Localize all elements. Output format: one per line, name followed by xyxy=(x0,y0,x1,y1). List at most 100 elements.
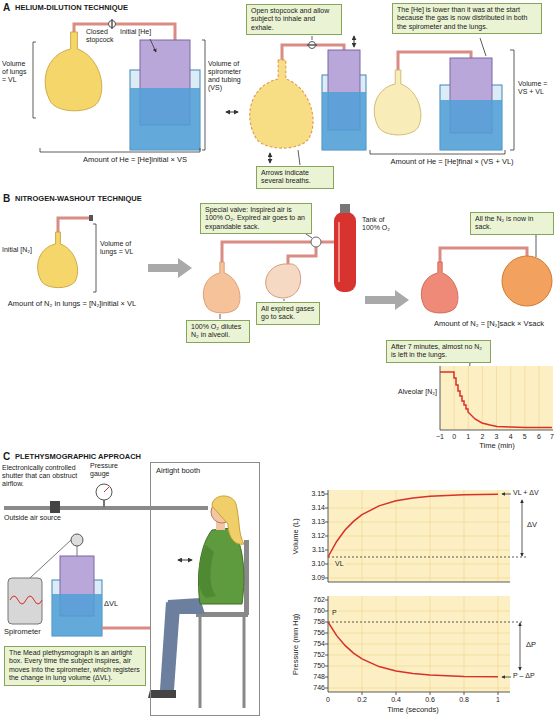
part-label: Initial [He] xyxy=(120,28,151,36)
spirometer xyxy=(130,88,200,150)
volume-chart xyxy=(325,522,328,523)
tick-label: 3.10 xyxy=(300,560,325,568)
tick-label: 0.4 xyxy=(386,696,406,704)
pressure-chart xyxy=(328,688,510,689)
part-label: Volume of lungs = VL xyxy=(100,240,144,256)
breath-arrow xyxy=(354,36,355,47)
tick-label: 0 xyxy=(448,433,460,441)
tick-label: 3.15 xyxy=(300,490,325,498)
tick-label: 4 xyxy=(505,433,517,441)
tick-label: 748 xyxy=(300,673,325,681)
oxygen-tank xyxy=(338,222,340,282)
volume-chart xyxy=(502,494,511,495)
nitrogen-chart xyxy=(440,372,552,428)
tick-label: 746 xyxy=(300,684,325,692)
callout-box: Arrows indicate several breaths. xyxy=(256,166,334,189)
volume-chart xyxy=(325,490,526,582)
pressure-chart xyxy=(396,692,397,695)
volume-chart xyxy=(325,550,328,551)
volume-chart xyxy=(328,550,510,551)
bracket xyxy=(40,148,200,152)
pressure-chart xyxy=(464,692,465,695)
panel-letter: C xyxy=(3,451,10,463)
part-label: Volume = VS + VL xyxy=(518,80,558,96)
air-pipe xyxy=(4,506,208,510)
booth-label: Airtight booth xyxy=(156,466,254,475)
lung-flask xyxy=(38,232,78,288)
value-label: ΔP xyxy=(526,641,536,650)
part-label: Outside air source xyxy=(4,514,61,522)
pressure-chart xyxy=(325,600,328,601)
part-label: Volume of lungs = VL xyxy=(2,60,32,84)
shutter-symbol xyxy=(50,501,60,513)
pressure-chart xyxy=(362,692,363,695)
pressure-chart xyxy=(325,611,328,612)
tick-label: −1 xyxy=(434,433,446,441)
volume-chart xyxy=(328,494,498,557)
callout-text: Open stopcock and allow subject to inhal… xyxy=(251,7,337,32)
lung-flask xyxy=(38,215,93,288)
callout-text: After 7 minutes, almost no N₂ is left in… xyxy=(391,343,486,360)
valve-symbol xyxy=(311,237,321,247)
step-arrow xyxy=(365,290,409,310)
nitrogen-chart xyxy=(510,366,511,430)
equation: Amount of He = [He]final × (VS + VL) xyxy=(362,158,542,167)
pressure-gauge xyxy=(96,484,112,508)
lung-flask xyxy=(89,215,93,221)
nitrogen-chart xyxy=(496,366,497,430)
volume-chart xyxy=(325,536,328,537)
spirometer xyxy=(77,546,78,556)
tick-label: 760 xyxy=(300,607,325,615)
value-label: P – ΔP xyxy=(513,672,535,680)
spirometer xyxy=(440,100,502,150)
axis-title: Pressure (mm Hg) xyxy=(292,599,301,689)
nitrogen-chart xyxy=(440,366,553,430)
nitrogen-chart xyxy=(468,366,469,430)
bracket xyxy=(510,50,514,150)
tick-label: 752 xyxy=(300,651,325,659)
tick-label: 3.14 xyxy=(300,504,325,512)
seated-subject xyxy=(148,690,176,698)
axis-title: Volume (L) xyxy=(292,491,301,581)
pressure-chart xyxy=(325,644,328,645)
bracket xyxy=(93,224,96,292)
tick-label: 0.8 xyxy=(454,696,474,704)
volume-chart xyxy=(328,490,510,582)
axis-title: Time (seconds) xyxy=(373,706,453,715)
stopcock-symbol xyxy=(109,19,116,29)
lung-flask xyxy=(421,262,458,313)
callout-text: 100% O₂ dilutes N₂ in alveoli. xyxy=(191,323,245,340)
nitrogen-chart xyxy=(538,366,539,430)
lung-flask xyxy=(203,262,240,313)
tick-label: 762 xyxy=(300,596,325,604)
pressure-chart xyxy=(325,666,328,667)
leader-line xyxy=(306,234,312,238)
bracket xyxy=(370,50,514,154)
volume-chart xyxy=(325,494,328,495)
breath-arrow xyxy=(226,36,354,163)
lung-flask xyxy=(203,262,240,313)
stopcock-symbol xyxy=(111,19,113,29)
pressure-chart xyxy=(325,633,328,634)
spirometer xyxy=(102,627,150,630)
callout-box: Special valve: Inspired air is 100% O₂. … xyxy=(200,203,312,234)
expired-air-sack xyxy=(502,256,552,306)
tick-label: 3.13 xyxy=(300,518,325,526)
value-label: VL xyxy=(334,560,345,568)
pressure-chart xyxy=(502,677,511,678)
tick-label: 5 xyxy=(519,433,531,441)
callout-text: All expired gases go to sack. xyxy=(261,305,315,322)
pressure-chart xyxy=(325,600,498,695)
seated-subject xyxy=(160,602,180,690)
tick-label: 0.6 xyxy=(420,696,440,704)
leader-line xyxy=(298,150,300,165)
expired-air-sack xyxy=(266,264,301,298)
seated-subject xyxy=(199,617,202,708)
spirometer xyxy=(130,40,200,150)
tick-label: 7 xyxy=(546,433,558,441)
tick-label: 2 xyxy=(476,433,488,441)
callout-text: Special valve: Inspired air is 100% O₂. … xyxy=(205,206,307,231)
equation: Amount of N₂ = [N₂]sack × Vsack xyxy=(420,320,558,329)
lung-flask xyxy=(374,70,421,135)
volume-chart xyxy=(325,494,328,578)
